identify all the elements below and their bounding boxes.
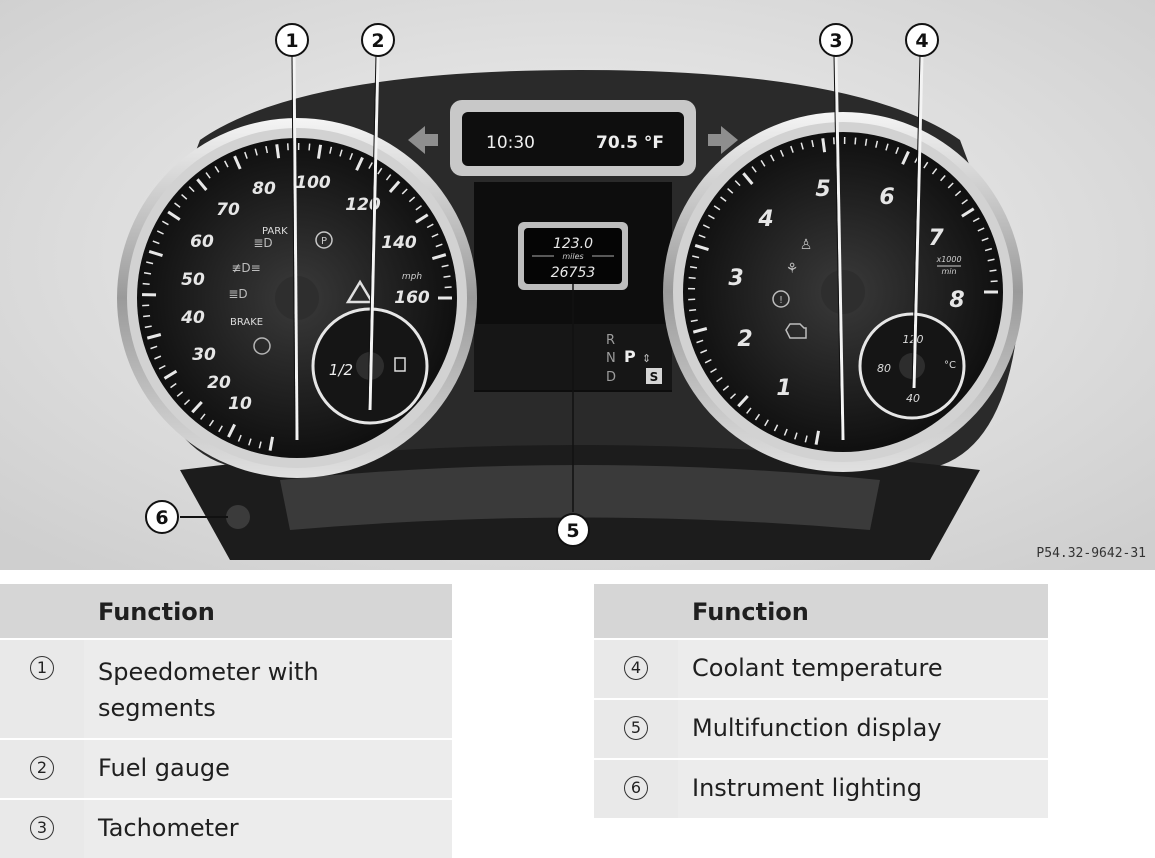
speedo-tick-60: 60 [190,232,214,252]
tach-tick-3: 3 [728,266,743,291]
gear-letter-n: N [606,351,616,366]
row-number-badge: 2 [30,756,54,780]
tach-tick-1: 1 [776,376,791,401]
parking-brake-letter: P [321,236,327,247]
row-function-text: Instrument lighting [678,759,1048,818]
airbag-warning-icon: ⚘ [786,261,799,277]
instrument-lighting-knob [226,505,250,529]
row-function-text: Tachometer [84,799,452,858]
trip-meter-unit: miles [562,252,583,261]
tach-tick-5: 5 [815,177,830,202]
scale-tick [866,139,867,146]
display-outside-temperature: 70.5 °F [596,133,664,153]
fuel-gauge-half-label: 1/2 [329,361,353,379]
row-function-text: Fuel gauge [84,739,452,799]
speedo-tick-70: 70 [216,200,240,220]
tire-pressure-mark: ! [779,295,783,306]
speedo-tick-10: 10 [228,394,252,414]
callout-5-number: 5 [566,520,579,542]
row-number-badge: 5 [624,716,648,740]
speedo-tick-40: 40 [180,308,205,328]
seatbelt-warning-icon: ♙ [800,237,813,253]
trip-meter-value: 123.0 [553,236,593,252]
row-function-text: Speedometer with segments [84,639,452,739]
tach-tick-4: 4 [757,207,773,232]
scale-tick [823,138,825,152]
speedo-tick-50: 50 [181,270,205,290]
tach-tick-8: 8 [949,288,964,313]
row-number-badge: 1 [30,656,54,680]
scale-tick [689,310,696,311]
tach-unit-bottom: min [941,267,956,276]
function-table-right: Function 4 Coolant temperature 5 Multifu… [594,582,1048,818]
callout-4-number: 4 [915,30,928,52]
high-beam-icon: ≣D [228,287,247,301]
scale-tick [309,144,310,151]
tach-unit-top: x1000 [935,255,961,264]
figure-code: P54.32-9642-31 [1036,546,1146,561]
scale-tick [444,276,451,277]
gear-letter-d: D [606,370,616,385]
gear-shift-arrows-icon: ⇕ [642,352,651,365]
row-number-badge: 4 [624,656,648,680]
gear-letter-r: R [606,333,615,348]
speedo-tick-160: 160 [394,288,430,308]
speedo-tick-20: 20 [207,373,231,393]
brake-label: BRAKE [230,317,263,328]
display-time: 10:30 [486,133,535,153]
scale-tick [318,145,320,159]
table-row: 5 Multifunction display [594,699,1048,759]
table-row: 6 Instrument lighting [594,759,1048,818]
odometer-value: 26753 [551,265,596,281]
header-function-label: Function [84,583,452,639]
fog-light-icon: ≢D≡ [231,261,260,275]
tach-tick-2: 2 [737,327,752,352]
scale-tick [855,138,856,145]
table-row: 1 Speedometer with segments [0,639,452,739]
table-row: 2 Fuel gauge [0,739,452,799]
row-number-badge: 3 [30,816,54,840]
scale-tick [689,278,696,279]
low-beam-icon: ≣D [253,236,272,250]
tach-tick-7: 7 [928,226,944,251]
header-function-label: Function [678,583,1048,639]
instrument-cluster-figure: 10:30 70.5 °F 123.0 miles 26753 R N P ⇕ … [0,0,1155,570]
speedo-tick-100: 100 [295,173,331,193]
scale-tick [143,316,150,317]
row-function-text: Coolant temperature [678,639,1048,699]
coolant-tick-40: 40 [906,392,920,405]
gear-letter-p: P [624,347,636,366]
header-number-cell [0,583,84,639]
function-table-left: Function 1 Speedometer with segments 2 F… [0,582,452,858]
table-header: Function [594,583,1048,639]
callout-3-number: 3 [829,30,842,52]
row-function-text: Multifunction display [678,699,1048,759]
row-number-badge: 6 [624,776,648,800]
speedo-tick-140: 140 [381,233,417,253]
callout-2-number: 2 [371,30,384,52]
table-header: Function [0,583,452,639]
scale-tick [143,284,150,285]
scale-tick [277,144,279,158]
speedo-unit: mph [402,272,422,282]
coolant-tick-80: 80 [877,362,891,375]
speedo-tick-30: 30 [192,345,216,365]
drive-mode-letter: S [650,370,659,384]
table-row: 4 Coolant temperature [594,639,1048,699]
scale-tick [990,270,997,271]
coolant-unit: °C [944,360,956,371]
tach-tick-6: 6 [879,185,894,210]
header-number-cell [594,583,678,639]
table-row: 3 Tachometer [0,799,452,858]
callout-1-number: 1 [285,30,298,52]
speedo-tick-80: 80 [252,179,276,199]
callout-6-number: 6 [155,507,168,529]
